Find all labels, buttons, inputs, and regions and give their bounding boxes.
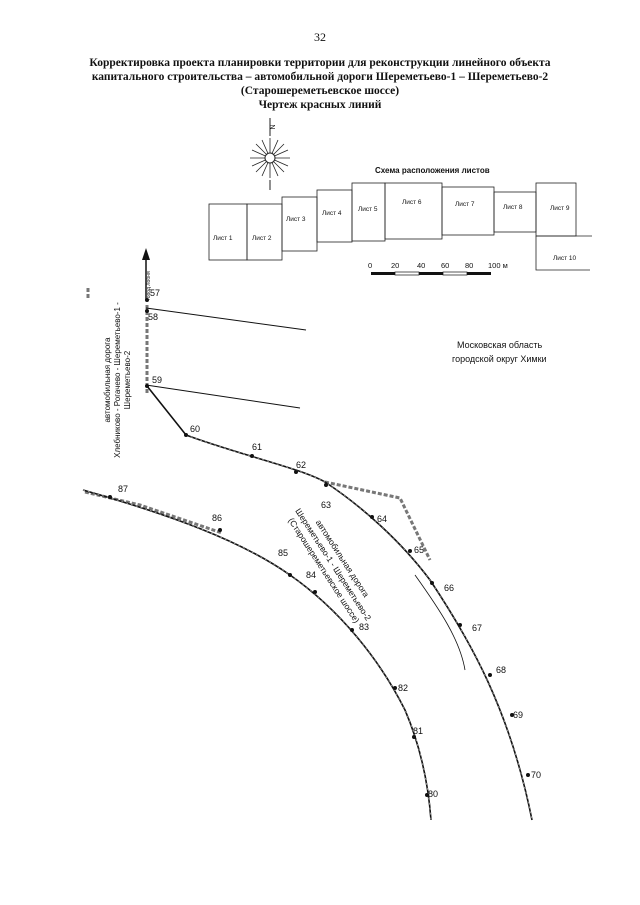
sheet-label: Лист 9 — [550, 205, 570, 212]
sheet-label: Лист 4 — [322, 210, 342, 217]
page-number: 32 — [314, 30, 326, 44]
north-arrow-icon: N — [250, 118, 290, 190]
point-number: 66 — [444, 583, 454, 593]
title-line: Чертеж красных линий — [258, 99, 382, 111]
point-number: 60 — [190, 424, 200, 434]
sheet-label: Лист 8 — [503, 204, 523, 211]
point-number: 69 — [513, 710, 523, 720]
point-number: 67 — [472, 623, 482, 633]
point-number: 58 — [148, 312, 158, 322]
road-edge-line — [414, 574, 466, 671]
point-number: 59 — [152, 375, 162, 385]
point-number: 80 — [428, 789, 438, 799]
scale-tick: 100 м — [488, 261, 508, 270]
red-line-segments — [145, 307, 307, 409]
point-markers — [108, 298, 530, 797]
scale-bar: 0 20 40 60 80 100 м — [368, 261, 508, 276]
region-district: городской округ Химки — [452, 354, 547, 364]
point-number: 83 — [359, 622, 369, 632]
red-line-inner-hatch — [82, 489, 432, 821]
sheet-label: Лист 3 — [286, 216, 306, 223]
point-number: 87 — [118, 484, 128, 494]
red-line-inner — [82, 489, 432, 821]
sheet-layout-scheme: Схема расположения листов Лист 1 Лист 2 … — [208, 166, 592, 271]
point-number: 70 — [531, 770, 541, 780]
point-number: 64 — [377, 514, 387, 524]
point-number: 82 — [398, 683, 408, 693]
west-road-label: автомобильная дорога Хлебниково - Рогаче… — [103, 302, 132, 458]
sheet-label: Лист 2 — [252, 235, 272, 242]
point-number: 61 — [252, 442, 262, 452]
sheet-label: Лист 5 — [358, 206, 378, 213]
point-number: 65 — [414, 545, 424, 555]
scale-tick: 0 — [368, 261, 372, 270]
point-number: 85 — [278, 548, 288, 558]
sheet-label: Лист 10 — [553, 255, 577, 262]
scale-tick: 20 — [391, 261, 399, 270]
road-label-line: автомобильная дорога — [103, 337, 112, 423]
title-line: (Старошереметьевское шоссе) — [240, 85, 400, 97]
sheet-label: Лист 7 — [455, 201, 475, 208]
title-line: Корректировка проекта планировки террито… — [89, 57, 551, 69]
title-line: капитального строительства – автомобильн… — [91, 71, 549, 83]
sheet-label: Лист 6 — [402, 199, 422, 206]
north-letter: N — [268, 124, 275, 129]
point-number: 63 — [321, 500, 331, 510]
boundary-label: город Лобня — [146, 271, 152, 300]
main-road-label: автомобильная дорога Шереметьево-1 - Шер… — [286, 506, 373, 624]
document-title: Корректировка проекта планировки террито… — [40, 56, 600, 112]
road-direction-arrow — [142, 248, 150, 300]
point-number: 57 — [150, 288, 160, 298]
point-number: 84 — [306, 570, 316, 580]
road-label-line: Шереметьево-2 — [123, 350, 132, 409]
region-name: Московская область — [457, 340, 542, 350]
point-number: 62 — [296, 460, 306, 470]
scale-tick: 60 — [441, 261, 449, 270]
point-number: 81 — [413, 726, 423, 736]
scale-tick: 40 — [417, 261, 425, 270]
road-label-line: Шереметьево-1 - Шереметьево-2 — [293, 506, 373, 622]
road-label-line: Хлебниково - Рогачево - Шереметьево-1 - — [113, 302, 122, 458]
point-number: 86 — [212, 513, 222, 523]
point-number: 68 — [496, 665, 506, 675]
scale-tick: 80 — [465, 261, 473, 270]
scheme-title: Схема расположения листов — [375, 166, 490, 175]
sheet-label: Лист 1 — [213, 235, 233, 242]
